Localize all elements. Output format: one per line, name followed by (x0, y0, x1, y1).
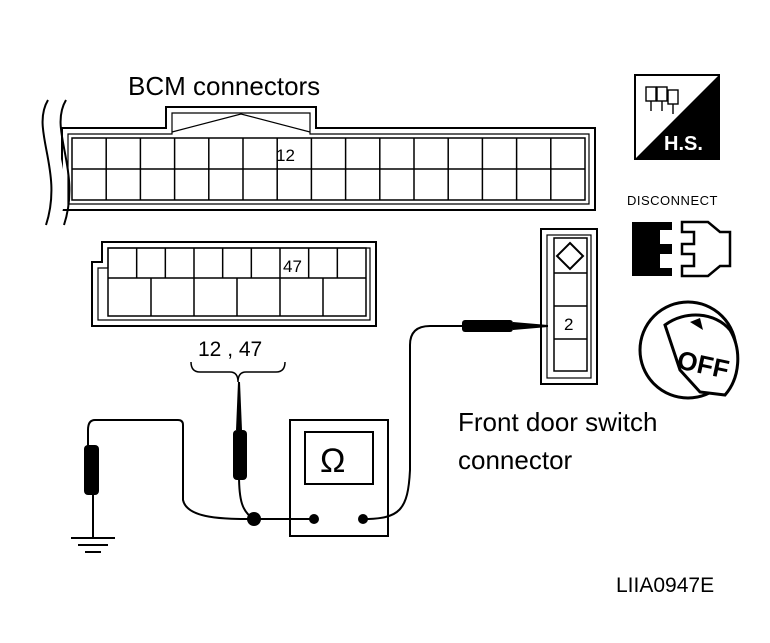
front-door-switch-connector (540, 228, 598, 385)
bcm-terminal-47-label: 47 (283, 257, 302, 276)
disconnect-connector-icon (632, 220, 732, 278)
hs-label: H.S. (664, 133, 703, 155)
hs-harness-side-icon (634, 74, 720, 160)
ground-icon (71, 537, 115, 553)
ground-probe-icon (84, 445, 99, 495)
ohm-symbol: Ω (320, 442, 345, 480)
front-door-switch-label-line2: connector (458, 445, 573, 475)
door-probe-icon (462, 320, 548, 332)
bcm-terminals-label: 12 , 47 (198, 338, 262, 361)
ohmmeter-icon (289, 419, 389, 537)
lead-junction (247, 512, 261, 526)
bcm-probe-icon (233, 382, 247, 480)
front-door-switch-label-line1: Front door switch (458, 407, 657, 437)
bcm-upper-connector (41, 99, 596, 226)
bcm-lower-connector (91, 241, 377, 327)
ignition-key-off-icon (638, 300, 740, 400)
terminal-brace (190, 361, 286, 383)
bcm-connectors-title: BCM connectors (128, 71, 320, 101)
door-terminal-2-label: 2 (564, 315, 573, 334)
bcm-terminal-12-label: 12 (276, 146, 295, 165)
figure-id: LIIA0947E (616, 574, 714, 597)
disconnect-label: DISCONNECT (627, 193, 718, 208)
